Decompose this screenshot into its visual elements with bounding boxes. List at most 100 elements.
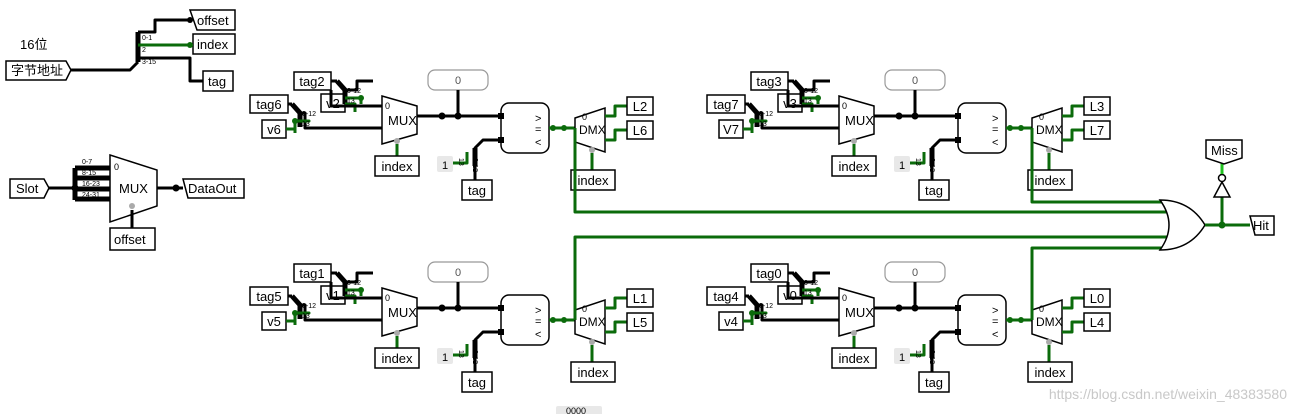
unit-2-idx1-label: index [381, 351, 413, 366]
slot-mux[interactable] [109, 153, 158, 224]
mux-select-value: 0 [114, 162, 119, 172]
unit-3-ot-label: L0 [1090, 291, 1104, 306]
unit-3-reg-label: 0 [912, 267, 918, 279]
unit-1-t1-label: 0-12 [928, 158, 935, 172]
unit-2-tagb-label: tag5 [256, 289, 281, 304]
unit-3-s0b-label: 0-12 [759, 303, 773, 310]
unit-3-s1a-label: 13 [804, 290, 812, 297]
slot-input-label: Slot [16, 181, 39, 196]
tag-output-label: tag [208, 74, 226, 89]
address-input-pin[interactable] [5, 60, 72, 81]
unit-1-ot-label: L3 [1090, 99, 1104, 114]
unit-3-taga-label: tag0 [756, 266, 781, 281]
unit-2-t0-label: 13 [457, 350, 464, 358]
miss-pin[interactable] [1205, 139, 1243, 165]
unit-0-dmx-label: DMX [579, 123, 606, 137]
split-label: 2 [142, 47, 146, 54]
unit-2-s1b-label: 13 [302, 313, 310, 320]
unit-0-one-label: 1 [442, 160, 448, 172]
unit-3-c2-label: < [992, 329, 998, 341]
unit-1-one-label: 1 [899, 160, 905, 172]
slot-input-pin[interactable] [9, 178, 50, 199]
unit-1-dmx-label: DMX [1036, 123, 1063, 137]
slot-mux-label: MUX [119, 181, 148, 196]
unit-3-mux-label: MUX [845, 305, 874, 320]
unit-3-c0-label: > [992, 305, 998, 317]
unit-1-s1a-label: 13 [804, 98, 812, 105]
offset-select-pin[interactable] [109, 227, 156, 251]
unit-3-idx1-label: index [838, 351, 870, 366]
unit-2-one-label: 1 [442, 352, 448, 364]
partial-register: 0000 [566, 406, 586, 414]
unit-1-c2-label: < [992, 137, 998, 149]
unit-3-t0-label: 13 [914, 350, 921, 358]
dataout-pin[interactable] [182, 178, 245, 199]
unit-0-s1a-label: 13 [347, 98, 355, 105]
unit-3-s0a-label: 0-12 [804, 280, 818, 287]
unit-2-dmx-label: DMX [579, 315, 606, 329]
unit-0-idx1-label: index [381, 159, 413, 174]
watermark: https://blog.csdn.net/weixin_48383580 [1049, 386, 1287, 402]
offset-output-label: offset [197, 13, 229, 28]
unit-1-s0a-label: 0-12 [804, 88, 818, 95]
unit-3-tagb-label: tag4 [713, 289, 738, 304]
unit-0-tagb-label: tag6 [256, 97, 281, 112]
unit-2-taga-label: tag1 [299, 266, 324, 281]
unit-0-s0b-label: 0-12 [302, 111, 316, 118]
miss-label: Miss [1211, 143, 1238, 158]
unit-3-dmx-label: DMX [1036, 315, 1063, 329]
unit-3-ob-label: L4 [1090, 315, 1104, 330]
split-label: 0-7 [82, 159, 92, 166]
split-label: 24-31 [82, 192, 100, 199]
unit-1-ob-label: L7 [1090, 123, 1104, 138]
offset-output-pin[interactable] [188, 9, 236, 31]
index-output-pin[interactable] [192, 33, 236, 55]
unit-3-c1-label: = [992, 316, 998, 328]
unit-1-reg-label: 0 [912, 75, 918, 87]
unit-1-tag-label: tag [925, 183, 943, 198]
unit-0-s0a-label: 0-12 [347, 88, 361, 95]
unit-0-t0-label: 13 [457, 158, 464, 166]
unit-0-va-label: v2 [326, 96, 340, 111]
unit-3-s1b-label: 13 [759, 313, 767, 320]
bits-label: 16位 [20, 37, 47, 52]
unit-2-reg-label: 0 [455, 267, 461, 279]
split-label: 0-1 [142, 35, 152, 42]
unit-3-vb-label: v4 [724, 314, 738, 329]
unit-1-tagb-label: tag7 [713, 97, 738, 112]
unit-1-mux-label: MUX [845, 113, 874, 128]
hit-label: Hit [1253, 218, 1269, 233]
unit-0-taga-label: tag2 [299, 74, 324, 89]
unit-1-c0-label: > [992, 113, 998, 125]
unit-0-s1b-label: 13 [302, 121, 310, 128]
unit-2-tag-label: tag [468, 375, 486, 390]
unit-1-vb-label: V7 [723, 122, 739, 137]
unit-2-s1a-label: 13 [347, 290, 355, 297]
unit-3-idx2-label: index [1034, 365, 1066, 380]
unit-2-s0b-label: 0-12 [302, 303, 316, 310]
unit-0-vb-label: v6 [267, 122, 281, 137]
unit-1-taga-label: tag3 [756, 74, 781, 89]
unit-1-s1b-label: 13 [759, 121, 767, 128]
unit-2-t1-label: 0-12 [471, 350, 478, 364]
or-gate[interactable] [1158, 199, 1206, 251]
unit-2-c2-label: < [535, 329, 541, 341]
unit-1-s0b-label: 0-12 [759, 111, 773, 118]
unit-0-tag-label: tag [468, 183, 486, 198]
unit-0-ob-label: L6 [633, 123, 647, 138]
unit-0-c1-label: = [535, 124, 541, 136]
unit-2-ob-label: L5 [633, 315, 647, 330]
not-gate[interactable] [1212, 180, 1232, 198]
dataout-label: DataOut [188, 181, 237, 196]
unit-0-t1-label: 0-12 [471, 158, 478, 172]
split-label: 16-23 [82, 181, 100, 188]
unit-3-one-label: 1 [899, 352, 905, 364]
unit-2-ot-label: L1 [633, 291, 647, 306]
index-output-label: index [197, 37, 229, 52]
unit-3-tag-label: tag [925, 375, 943, 390]
tag-output-pin[interactable] [202, 70, 234, 92]
unit-2-c0-label: > [535, 305, 541, 317]
hit-pin[interactable] [1249, 215, 1275, 236]
